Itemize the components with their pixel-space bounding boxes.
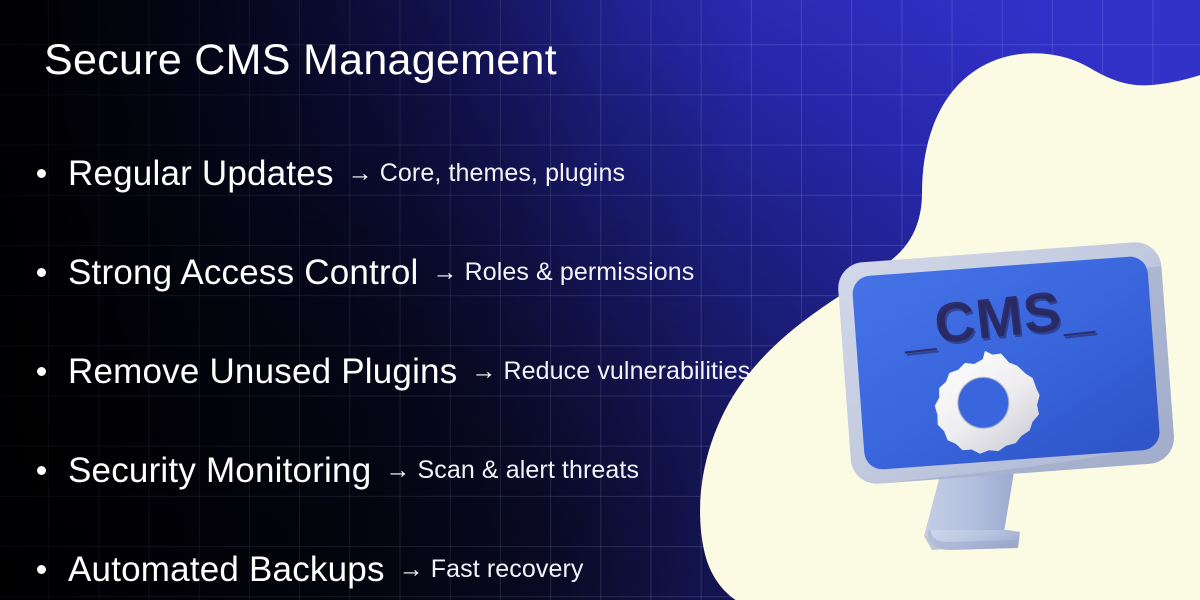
bullet-detail: →Scan & alert threats [385, 456, 639, 485]
bullet-detail-text: Roles & permissions [464, 258, 695, 286]
monitor-stand [924, 468, 1020, 550]
arrow-right-icon: → [398, 555, 424, 583]
arrow-right-icon: → [347, 159, 373, 187]
bullet-detail: →Reduce vulnerabilities [471, 357, 750, 386]
bullet-dot-icon [37, 565, 46, 574]
list-item: Remove Unused Plugins →Reduce vulnerabil… [32, 322, 862, 421]
arrow-right-icon: → [385, 456, 411, 484]
bullet-detail: →Roles & permissions [432, 258, 694, 287]
bullet-detail: →Core, themes, plugins [348, 159, 625, 188]
bullet-list: Regular Updates →Core, themes, plugins S… [32, 124, 862, 600]
list-item: Strong Access Control →Roles & permissio… [32, 223, 862, 322]
gear-icon [934, 350, 1040, 454]
arrow-right-icon: → [471, 357, 497, 385]
list-item: Automated Backups →Fast recovery [32, 520, 862, 600]
bullet-detail-text: Fast recovery [430, 555, 584, 583]
arrow-right-icon: → [432, 258, 458, 286]
bullet-title: Strong Access Control [68, 252, 419, 292]
monitor-illustration: _CMS_ _CMS_ [836, 242, 1182, 574]
bullet-dot-icon [37, 268, 46, 277]
bullet-dot-icon [37, 169, 46, 178]
bullet-title: Automated Backups [68, 549, 385, 589]
bullet-title: Regular Updates [68, 153, 334, 193]
bullet-detail-text: Core, themes, plugins [379, 159, 626, 187]
bullet-dot-icon [37, 466, 46, 475]
page-title: Secure CMS Management [44, 36, 557, 84]
bullet-dot-icon [37, 367, 46, 376]
bullet-title: Remove Unused Plugins [68, 351, 458, 391]
list-item: Regular Updates →Core, themes, plugins [32, 124, 862, 223]
bullet-detail-text: Scan & alert threats [417, 456, 640, 484]
bullet-title: Security Monitoring [68, 450, 372, 490]
bullet-detail: →Fast recovery [399, 555, 584, 584]
list-item: Security Monitoring →Scan & alert threat… [32, 421, 862, 520]
bullet-detail-text: Reduce vulnerabilities [503, 357, 751, 385]
